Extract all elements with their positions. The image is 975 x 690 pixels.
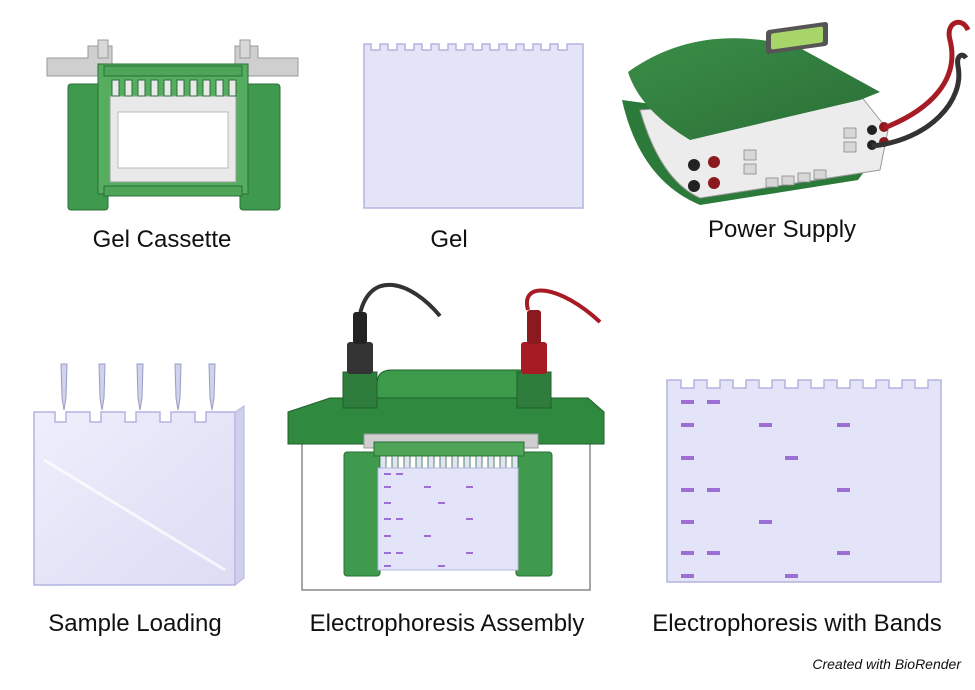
biorender-credit: Created with BioRender xyxy=(812,656,961,672)
gel-cassette-label: Gel Cassette xyxy=(92,226,232,253)
pipette-tips xyxy=(60,363,216,411)
sample-loading-label: Sample Loading xyxy=(48,610,222,637)
power-supply-illustration xyxy=(622,19,971,205)
sample-loading-illustration xyxy=(33,363,245,587)
electrophoresis-bands-illustration xyxy=(666,379,942,583)
power-supply-label: Power Supply xyxy=(707,216,857,243)
electrophoresis-assembly-label: Electrophoresis Assembly xyxy=(309,610,585,637)
electrophoresis-assembly-illustration xyxy=(287,283,605,591)
assembly-bands xyxy=(384,473,473,567)
gel-label: Gel xyxy=(430,226,468,253)
gel-illustration xyxy=(363,43,584,209)
gel-cassette-illustration xyxy=(46,39,299,211)
electrophoresis-bands-label: Electrophoresis with Bands xyxy=(652,610,942,637)
gel-bands xyxy=(681,400,850,578)
